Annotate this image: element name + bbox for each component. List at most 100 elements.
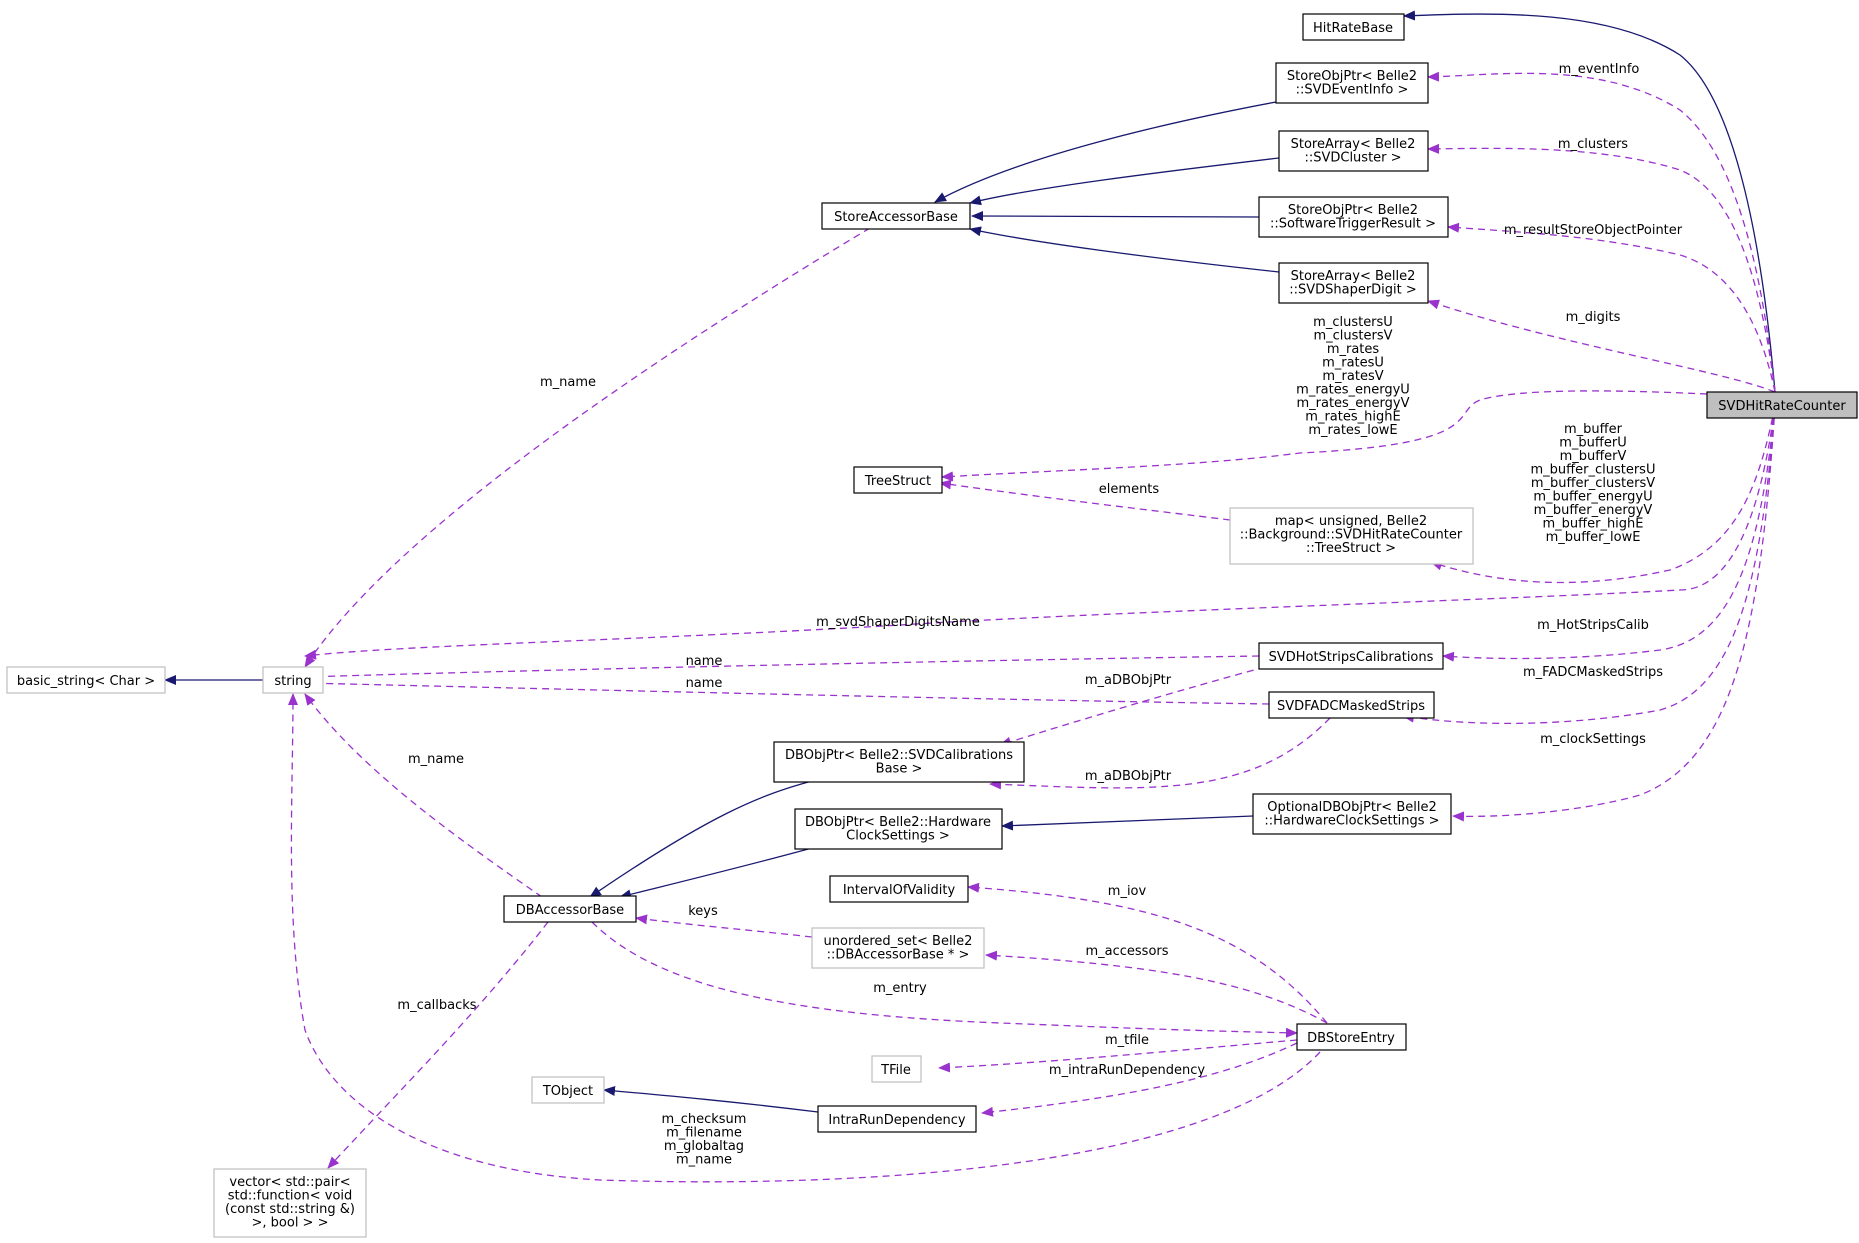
text-line: m_buffer_clustersV (1531, 476, 1655, 491)
edge-inherit-hitratebase (1403, 10, 1776, 393)
node-vector-callbacks[interactable]: vector< std::pair<std::function< void(co… (213, 1168, 367, 1238)
text-line: ::SVDCluster > (1304, 151, 1401, 166)
edge-use-iov (967, 882, 1328, 1024)
text-line: TreeStruct (864, 474, 931, 489)
node-intrarundependency[interactable]: IntraRunDependency (817, 1105, 977, 1133)
text-line: SVDHitRateCounter (1718, 399, 1846, 414)
edge-inherit-hwclock-dbaccessor (619, 847, 813, 900)
text-line: m_digits (1566, 310, 1621, 325)
edge-inherit-calibbase-dbaccessor (589, 780, 813, 898)
label-name-1: name (686, 654, 723, 669)
text-line: OptionalDBObjPtr< Belle2 (1267, 800, 1436, 815)
node-store-triggerresult[interactable]: StoreObjPtr< Belle2::SoftwareTriggerResu… (1258, 196, 1449, 238)
svg-text:TObject: TObject (542, 1084, 593, 1099)
node-hitratebase[interactable]: HitRateBase (1302, 13, 1405, 41)
node-intervalofvalidity[interactable]: IntervalOfValidity (829, 875, 969, 903)
text-line: ::Background::SVDHitRateCounter (1240, 528, 1463, 543)
node-svdfadcmaskedstrips[interactable]: SVDFADCMaskedStrips (1268, 691, 1435, 719)
text-line: ::SVDEventInfo > (1296, 83, 1409, 98)
text-line: name (686, 654, 723, 669)
text-line: vector< std::pair< (229, 1175, 350, 1190)
edge-use-eventinfo (1427, 71, 1776, 393)
text-line: map< unsigned, Belle2 (1275, 514, 1427, 529)
text-line: m_eventInfo (1559, 62, 1640, 77)
node-optionaldbobjptr[interactable]: OptionalDBObjPtr< Belle2::HardwareClockS… (1252, 793, 1452, 835)
edge-use-svdshaperdigitsname (304, 405, 1776, 660)
edge-use-treestruct (941, 390, 1708, 482)
node-store-eventinfo[interactable]: StoreObjPtr< Belle2::SVDEventInfo > (1275, 62, 1429, 104)
text-line: m_intraRunDependency (1049, 1063, 1205, 1078)
svg-text:StoreObjPtr< Belle2::SVDEventI: StoreObjPtr< Belle2::SVDEventInfo > (1287, 69, 1417, 98)
svg-text:basic_string< Char >: basic_string< Char > (17, 674, 155, 689)
text-line: ::TreeStruct > (1306, 541, 1396, 556)
text-line: SVDHotStripsCalibrations (1269, 650, 1434, 665)
edge-inherit-shaper-storeaccessor (969, 226, 1280, 273)
edge-use-hotstrips-calib (999, 666, 1266, 747)
label-m-resultstoreobjectpointer: m_resultStoreObjectPointer (1504, 223, 1683, 238)
label-m-fadcmaskedstrips: m_FADCMaskedStrips (1523, 665, 1663, 680)
node-tobject[interactable]: TObject (531, 1076, 605, 1104)
text-line: unordered_set< Belle2 (824, 934, 973, 949)
node-treestruct[interactable]: TreeStruct (853, 466, 943, 494)
edge-use-keys (635, 914, 813, 938)
edge-use-dbaccessor-name (304, 693, 543, 898)
text-line: m_iov (1108, 884, 1147, 899)
node-basic-string[interactable]: basic_string< Char > (6, 666, 166, 694)
label-keys: keys (688, 904, 718, 919)
node-unordered-set[interactable]: unordered_set< Belle2::DBAccessorBase * … (811, 927, 985, 969)
text-line: TObject (542, 1084, 593, 1099)
node-svdhotstripscalibrations[interactable]: SVDHotStripsCalibrations (1258, 642, 1444, 670)
label-m-intrarundependency: m_intraRunDependency (1049, 1063, 1205, 1078)
text-line: string (274, 674, 311, 689)
text-line: m_globaltag (664, 1139, 744, 1154)
text-line: ClockSettings > (846, 829, 950, 844)
text-line: m_svdShaperDigitsName (816, 615, 980, 630)
text-line: IntraRunDependency (828, 1113, 966, 1128)
text-line: m_FADCMaskedStrips (1523, 665, 1663, 680)
text-line: DBObjPtr< Belle2::Hardware (805, 815, 991, 830)
text-line: m_clockSettings (1540, 732, 1646, 747)
text-line: m_clusters (1558, 137, 1628, 152)
text-line: m_resultStoreObjectPointer (1504, 223, 1683, 238)
node-store-clusters[interactable]: StoreArray< Belle2::SVDCluster > (1278, 130, 1429, 172)
text-line: m_buffer_lowE (1546, 530, 1641, 545)
node-storeaccessorbase[interactable]: StoreAccessorBase (821, 202, 971, 230)
text-line: m_bufferU (1559, 436, 1626, 451)
label-elements: elements (1099, 482, 1160, 497)
node-dbstoreentry[interactable]: DBStoreEntry (1296, 1023, 1407, 1051)
node-store-shaperdigit[interactable]: StoreArray< Belle2::SVDShaperDigit > (1278, 262, 1429, 304)
text-line: m_bufferV (1560, 449, 1627, 464)
svg-text:IntervalOfValidity: IntervalOfValidity (843, 883, 956, 898)
text-line: m_HotStripsCalib (1537, 618, 1649, 633)
node-svdhitratecounter[interactable]: SVDHitRateCounter (1706, 391, 1858, 419)
node-string[interactable]: string (262, 666, 324, 694)
edge-use-elements (939, 479, 1231, 521)
node-dbaccessorbase[interactable]: DBAccessorBase (503, 895, 637, 923)
label-m-name-top: m_name (540, 375, 596, 390)
text-line: DBAccessorBase (516, 903, 624, 918)
node-map-treestruct[interactable]: map< unsigned, Belle2::Background::SVDHi… (1229, 507, 1474, 565)
svg-text:HitRateBase: HitRateBase (1313, 21, 1393, 36)
text-line: ::DBAccessorBase * > (827, 948, 970, 963)
text-line: DBStoreEntry (1307, 1031, 1395, 1046)
edge-use-dbstore-string (287, 693, 1321, 1183)
edge-use-dbaccessor-callbacks (327, 921, 549, 1169)
svg-text:DBObjPtr< Belle2::HardwareCloc: DBObjPtr< Belle2::HardwareClockSettings … (805, 815, 991, 844)
text-line: m_rates_energyV (1296, 396, 1409, 411)
label-m-tfile: m_tfile (1105, 1033, 1149, 1048)
edge-use-mapnode (1430, 405, 1776, 584)
label-m-iov: m_iov (1108, 884, 1147, 899)
svg-text:TreeStruct: TreeStruct (864, 474, 931, 489)
label-m-adbobjptr-2: m_aDBObjPtr (1085, 769, 1172, 784)
text-line: m_clustersV (1313, 329, 1392, 344)
node-tfile[interactable]: TFile (871, 1055, 922, 1083)
text-line: SVDFADCMaskedStrips (1277, 699, 1425, 714)
svg-text:DBStoreEntry: DBStoreEntry (1307, 1031, 1395, 1046)
text-line: m_buffer_highE (1542, 517, 1643, 532)
